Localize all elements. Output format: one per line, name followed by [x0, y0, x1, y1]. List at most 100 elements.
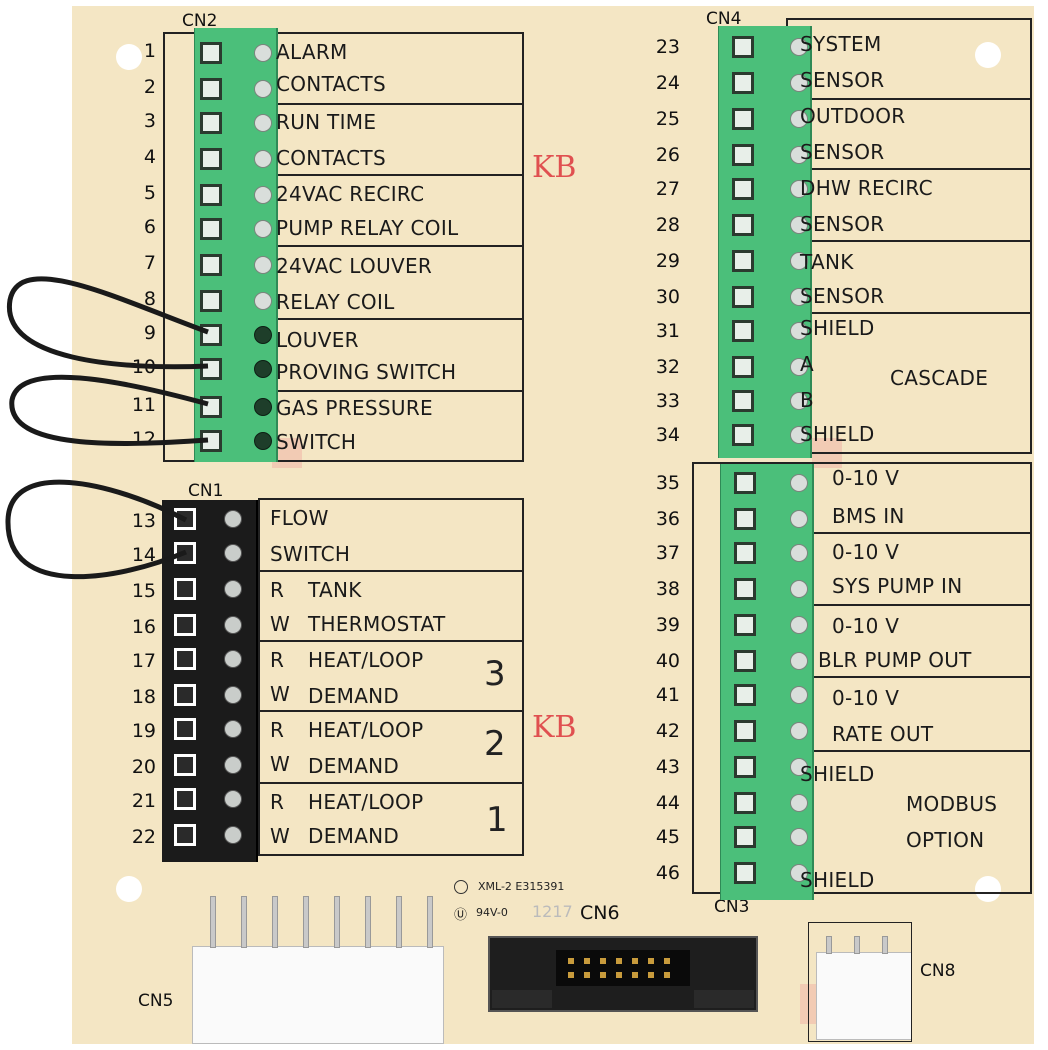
- terminal-screw: [790, 392, 808, 410]
- terminal-screw: [224, 650, 242, 668]
- recycle-icon: [454, 880, 468, 894]
- w-label: W: [270, 682, 291, 706]
- r-label: R: [270, 790, 285, 814]
- r-label: R: [270, 578, 285, 602]
- cn1-label: CN1: [188, 481, 224, 501]
- terminal-opening: [174, 508, 196, 530]
- heat-loop-label: HEAT/LOOP: [308, 648, 424, 672]
- cn6-pin: [648, 972, 654, 978]
- divider: [786, 240, 1032, 242]
- cn2-terminal-label: GAS PRESSURE: [276, 396, 433, 420]
- cn2-terminal-label: PROVING SWITCH: [276, 360, 457, 384]
- terminal-opening: [732, 424, 754, 446]
- terminal-opening: [174, 614, 196, 636]
- rate-out-label: RATE OUT: [832, 722, 934, 746]
- terminal-opening: [200, 396, 222, 418]
- terminal-screw: [254, 80, 272, 98]
- switch-label: SWITCH: [270, 542, 351, 566]
- cn2-label: CN2: [182, 11, 218, 31]
- cn5-pin: [365, 896, 371, 948]
- cn4-terminal-label: SENSOR: [800, 284, 885, 308]
- cn2-label-frame: [163, 32, 524, 462]
- cn5-pin: [241, 896, 247, 948]
- cn6-pin: [600, 972, 606, 978]
- cn8-pin: [882, 936, 888, 954]
- pin-number: 38: [655, 578, 680, 600]
- terminal-opening: [174, 718, 196, 740]
- terminal-opening: [734, 684, 756, 706]
- terminal-screw: [790, 794, 808, 812]
- pin-number: 33: [655, 390, 680, 412]
- terminal-screw: [254, 256, 272, 274]
- v010-label: 0-10 V: [832, 686, 900, 710]
- cn2-terminal-label: ALARM: [276, 40, 348, 64]
- cn3-label: CN3: [714, 897, 750, 917]
- terminal-screw: [790, 358, 808, 376]
- terminal-opening: [174, 788, 196, 810]
- cn2-terminal-label: 24VAC RECIRC: [276, 182, 425, 206]
- terminal-screw: [224, 510, 242, 528]
- terminal-screw: [790, 180, 808, 198]
- pin-number: 43: [655, 756, 680, 778]
- terminal-screw: [254, 186, 272, 204]
- terminal-opening: [732, 108, 754, 130]
- terminal-opening: [174, 578, 196, 600]
- cn6-slot: [556, 950, 690, 986]
- option-label: OPTION: [906, 828, 985, 852]
- divider: [258, 570, 524, 572]
- terminal-screw: [254, 44, 272, 62]
- terminal-screw: [224, 720, 242, 738]
- kb-mark: KB: [532, 150, 577, 185]
- pin-number: 19: [131, 720, 156, 742]
- w-label: W: [270, 612, 291, 636]
- pin-number: 8: [143, 288, 156, 310]
- cn4-terminal-label: SENSOR: [800, 212, 885, 236]
- terminal-opening: [200, 112, 222, 134]
- terminal-screw: [224, 790, 242, 808]
- pin-number: 13: [131, 510, 156, 532]
- pin-number: 23: [655, 36, 680, 58]
- pin-number: 31: [655, 320, 680, 342]
- terminal-screw: [790, 510, 808, 528]
- divider: [812, 532, 1032, 534]
- thermostat-label: THERMOSTAT: [308, 612, 446, 636]
- cn8-label: CN8: [920, 961, 956, 981]
- terminal-opening: [174, 684, 196, 706]
- cn2-terminal-label: LOUVER: [276, 328, 359, 352]
- terminal-opening: [732, 36, 754, 58]
- terminal-screw: [254, 360, 272, 378]
- v010-label: 0-10 V: [832, 614, 900, 638]
- pin-number: 11: [131, 394, 156, 416]
- cn4-terminal-label: DHW RECIRC: [800, 176, 933, 200]
- cn2-terminal-label: CONTACTS: [276, 72, 386, 96]
- pin-number: 9: [143, 322, 156, 344]
- terminal-opening: [732, 356, 754, 378]
- divider: [258, 710, 524, 712]
- divider: [265, 318, 524, 320]
- terminal-screw: [254, 292, 272, 310]
- cn4-terminal-label: TANK: [800, 250, 854, 274]
- bms-in-label: BMS IN: [832, 504, 905, 528]
- date-marking: 1217: [532, 902, 573, 921]
- pin-number: 25: [655, 108, 680, 130]
- pin-number: 29: [655, 250, 680, 272]
- pin-number: 14: [131, 544, 156, 566]
- terminal-opening: [734, 826, 756, 848]
- rating-marking: 94V-0: [476, 906, 508, 919]
- pin-number: 37: [655, 542, 680, 564]
- terminal-screw: [224, 826, 242, 844]
- terminal-opening: [732, 214, 754, 236]
- terminal-opening: [734, 542, 756, 564]
- pin-number: 1: [143, 40, 156, 62]
- terminal-screw: [790, 616, 808, 634]
- divider: [786, 168, 1032, 170]
- cn3-label-frame: [692, 462, 1032, 894]
- pin-number: 41: [655, 684, 680, 706]
- pin-number: 12: [131, 428, 156, 450]
- flow-label: FLOW: [270, 506, 329, 530]
- divider: [258, 640, 524, 642]
- cn8-outline: [808, 922, 912, 1042]
- terminal-opening: [200, 358, 222, 380]
- mounting-hole: [116, 44, 142, 70]
- pin-number: 3: [143, 110, 156, 132]
